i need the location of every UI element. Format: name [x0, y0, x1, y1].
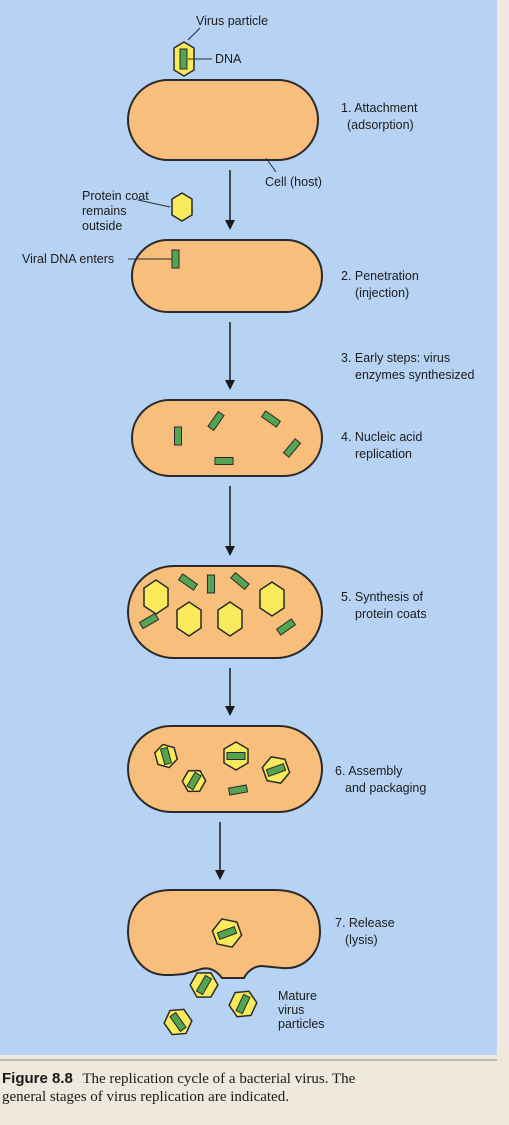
dna-fragments: [138, 571, 297, 636]
arrow-down-icon: [225, 668, 235, 716]
virion-icon: [153, 743, 179, 769]
protein-coat-icon: [143, 579, 169, 615]
protein-coat-icon: [176, 601, 202, 637]
flow-arrows: [215, 170, 235, 880]
step-2-label: 2. Penetration (injection): [341, 269, 422, 300]
stage-2-penetration: Protein coat remains outside Viral DNA e…: [22, 189, 422, 313]
diagram-panel: [0, 0, 497, 1055]
step-1-label: 1. Attachment (adsorption): [341, 101, 421, 132]
assembled-virions: [153, 741, 291, 793]
leader-line: [137, 199, 171, 208]
arrow-down-icon: [225, 170, 235, 230]
step-3-label: 3. Early steps: virus enzymes synthesize…: [341, 351, 475, 382]
protein-coat-icon: [171, 192, 193, 222]
viral-dna-enters-label: Viral DNA enters: [22, 252, 114, 266]
virion-icon: [163, 1008, 193, 1036]
dna-strand: [171, 249, 180, 269]
virion-icon: [261, 756, 291, 784]
cell-host-label: Cell (host): [265, 175, 322, 189]
released-virions: [163, 918, 258, 1036]
dna-strand: [230, 571, 250, 591]
protein-coats: [143, 579, 285, 637]
stage-6-assembly: 6. Assembly and packaging: [127, 725, 426, 813]
arrow-down-icon: [215, 822, 225, 880]
protein-coat-icon: [217, 601, 243, 637]
dna-strand: [275, 618, 297, 636]
dna-strand: [138, 612, 160, 630]
virion-icon: [189, 972, 219, 998]
dna-strand: [214, 457, 234, 465]
stage-7-release: 7. Release (lysis) Mature virus particle…: [126, 889, 398, 1036]
mature-particles-label: Mature virus particles: [278, 989, 325, 1031]
stage-5-protein-coat-synthesis: 5. Synthesis of protein coats: [127, 565, 427, 659]
arrow-down-icon: [225, 322, 235, 390]
dna-label: DNA: [215, 52, 242, 66]
host-cell: [127, 725, 323, 813]
step-7-label: 7. Release (lysis): [335, 916, 398, 947]
dna-strand: [179, 48, 188, 70]
dna-strand: [174, 426, 182, 446]
host-cell: [131, 239, 323, 313]
protein-coat-icon: [259, 581, 285, 617]
dna-fragments: [174, 410, 302, 465]
stage-4-nucleic-acid-replication: 4. Nucleic acid replication: [131, 399, 426, 477]
figure-caption: Figure 8.8 The replication cycle of a ba…: [2, 1070, 356, 1087]
dna-strand: [177, 573, 199, 591]
leader-line: [187, 27, 201, 41]
dna-strand: [260, 410, 282, 428]
stage-1-attachment: Virus particle DNA Cell (host) 1. Attach…: [127, 14, 421, 189]
dna-strand: [207, 574, 215, 594]
dna-strand: [207, 410, 225, 432]
caption-text-line-2: general stages of virus replication are …: [2, 1089, 289, 1105]
dna-strand: [227, 784, 249, 796]
step-4-label: 4. Nucleic acid replication: [341, 430, 426, 461]
step-6-label: 6. Assembly and packaging: [335, 764, 426, 795]
virus-particle-label: Virus particle: [196, 14, 268, 28]
caption-text-line-1: The replication cycle of a bacterial vir…: [82, 1071, 355, 1087]
leader-line: [265, 157, 277, 173]
host-cell: [127, 79, 319, 161]
arrow-down-icon: [225, 486, 235, 556]
virion-icon: [228, 990, 258, 1018]
figure-number: Figure 8.8: [2, 1070, 73, 1087]
virion-icon: [211, 918, 243, 948]
dna-strand: [282, 438, 302, 458]
step-5-label: 5. Synthesis of protein coats: [341, 590, 427, 621]
virion-icon: [181, 769, 207, 793]
protein-coat-label: Protein coat remains outside: [82, 189, 152, 233]
virion-icon: [223, 741, 249, 771]
